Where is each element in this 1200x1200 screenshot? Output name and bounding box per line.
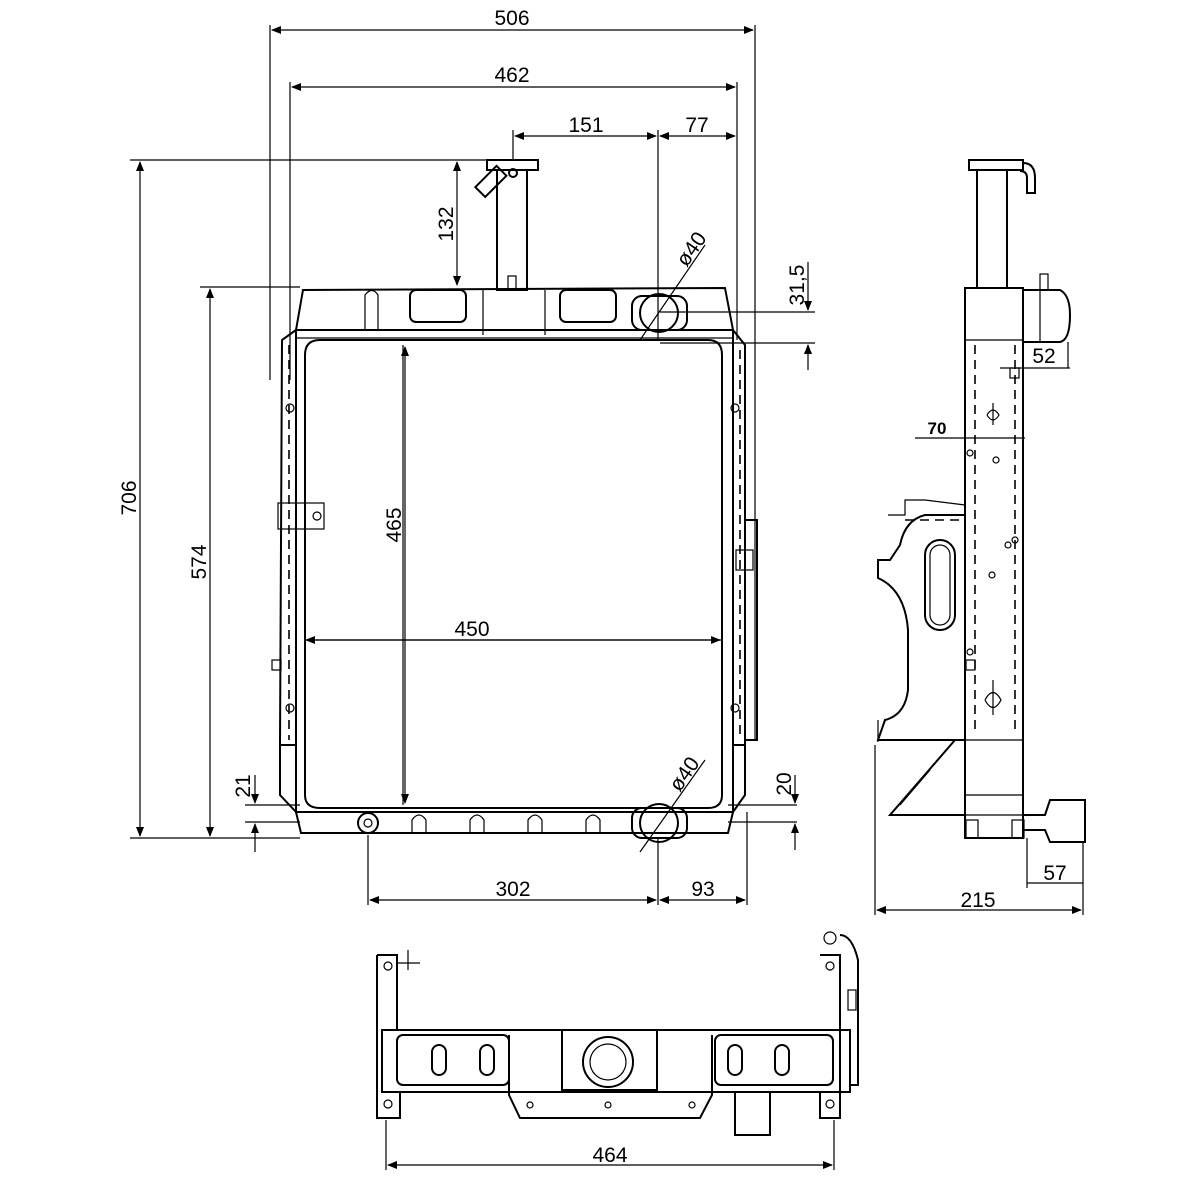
dim-462: 462 [494, 64, 529, 87]
dim-574: 574 [188, 544, 211, 579]
dim-77: 77 [685, 114, 708, 137]
drain-plug [357, 812, 379, 834]
side-top-outlet [1023, 289, 1072, 343]
dim-215: 215 [960, 889, 995, 912]
dim-diameter-40-top: ø40 [672, 228, 712, 271]
top-tank-slot [409, 289, 467, 323]
side-filler-neck [976, 169, 1008, 289]
dim-52: 52 [1032, 345, 1055, 368]
dim-31-5: 31,5 [786, 265, 809, 306]
side-mounting-bracket [876, 514, 965, 741]
dim-706: 706 [118, 480, 141, 515]
dim-450: 450 [454, 618, 489, 641]
dim-464: 464 [592, 1144, 627, 1167]
dim-465: 465 [383, 507, 406, 542]
dim-132: 132 [435, 206, 458, 241]
bottom-view-filler [582, 1036, 634, 1088]
top-outlet [631, 295, 688, 331]
dim-302: 302 [495, 878, 530, 901]
left-side-frame [278, 329, 305, 813]
right-bracket [745, 519, 758, 741]
front-view [130, 25, 815, 905]
dim-151: 151 [568, 114, 603, 137]
top-tank-outline [294, 286, 735, 331]
dim-57: 57 [1043, 862, 1066, 885]
bottom-view [376, 931, 859, 1170]
center-mount-plate [508, 1035, 713, 1119]
dim-506: 506 [494, 7, 529, 30]
side-bottom-outlet [1023, 799, 1086, 843]
dim-20: 20 [773, 772, 796, 795]
dim-70: 70 [928, 419, 947, 438]
bottom-outlet [631, 807, 688, 839]
radiator-core [304, 339, 723, 809]
bottom-view-outlet [734, 1092, 771, 1136]
dim-diameter-40-bottom: ø40 [665, 753, 705, 796]
left-bracket [277, 502, 325, 530]
bottom-tank-outline [294, 811, 735, 834]
side-view [874, 159, 1086, 915]
top-tank-slot [559, 289, 617, 323]
filler-neck [496, 169, 528, 291]
dim-21: 21 [232, 774, 255, 797]
dim-93: 93 [691, 878, 714, 901]
